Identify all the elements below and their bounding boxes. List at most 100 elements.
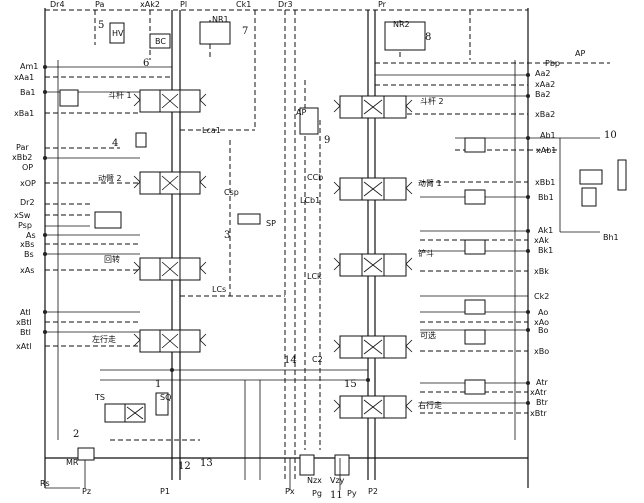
ref-15: 15 <box>344 379 357 390</box>
port-xop: xOP <box>20 179 36 188</box>
port-bb1: Bb1 <box>538 193 554 202</box>
valve-straight-travel <box>104 403 146 423</box>
port-xaa1: xAa1 <box>14 73 34 82</box>
ref-3: 3 <box>224 230 230 241</box>
port-atr: Atr <box>536 378 548 387</box>
ref-5: 5 <box>98 20 104 31</box>
ref-7: 7 <box>242 26 248 37</box>
frame-lines <box>44 8 529 488</box>
label-boom1: 动臂 1 <box>418 178 442 188</box>
ref-4: 4 <box>112 138 118 149</box>
port-ap-top: AP <box>575 49 585 58</box>
label-arm2: 斗杆 2 <box>420 96 444 106</box>
port-ba1: Ba1 <box>20 88 35 97</box>
label-lca1: Lca1 <box>202 126 221 135</box>
interior-lines <box>100 20 401 480</box>
port-xab1: xAb1 <box>536 146 556 155</box>
right-port-labels: Pbp AP Aa2 xAa2 Ba2 xBa2 Ab1 xAb1 xBb1 B… <box>530 49 585 418</box>
port-bo: Bo <box>538 326 548 335</box>
port-xbb2: xBb2 <box>12 153 32 162</box>
port-rs: Rs <box>40 479 50 488</box>
label-mr: MR <box>66 458 79 467</box>
ref-10: 10 <box>604 130 617 141</box>
left-port-lines <box>45 66 172 347</box>
port-xas: xAs <box>20 266 34 275</box>
port-pbp: Pbp <box>545 59 560 68</box>
port-pl: Pl <box>180 0 187 9</box>
port-xao: xAo <box>534 318 549 327</box>
port-par: Par <box>16 143 29 152</box>
right-port-lines <box>375 62 610 414</box>
valve-boom1 <box>333 177 413 201</box>
label-ap: AP <box>296 108 306 117</box>
port-xbtr: xBtr <box>530 409 547 418</box>
valve-boom2 <box>133 171 207 195</box>
valve-arm1 <box>133 89 207 113</box>
relief-valves <box>59 21 627 476</box>
label-swing: 回转 <box>104 254 120 264</box>
port-op: OP <box>22 163 33 172</box>
port-xbs: xBs <box>20 240 34 249</box>
port-dr4: Dr4 <box>50 0 65 9</box>
valve-swing <box>133 257 207 281</box>
port-pz: Pz <box>82 487 91 496</box>
ref-12: 12 <box>178 461 191 472</box>
port-p2: P2 <box>368 487 378 496</box>
label-lcs: LCs <box>212 285 226 294</box>
label-ccb: CCb <box>307 173 323 182</box>
valve-labels: 斗杆 1 斗杆 2 动臂 2 动臂 1 回转 铲斗 可选 左行走 右行走 <box>92 90 444 410</box>
ref-11: 11 <box>330 490 343 501</box>
port-xbb1: xBb1 <box>535 178 555 187</box>
label-nzx: Nzx <box>307 476 322 485</box>
port-xak: xAk <box>534 236 549 245</box>
port-dr3: Dr3 <box>278 0 293 9</box>
port-pg: Pg <box>312 489 322 498</box>
valve-bucket <box>333 253 413 277</box>
port-pr: Pr <box>378 0 387 9</box>
bottom-port-labels: Rs Pz P1 Px Pg Py P2 <box>40 479 378 498</box>
port-ck1: Ck1 <box>236 0 251 9</box>
ref-14: 14 <box>284 355 297 366</box>
ref-9: 9 <box>324 135 330 146</box>
port-xak2: xAk2 <box>140 0 160 9</box>
port-am1: Am1 <box>20 62 38 71</box>
bottom-lines <box>45 458 341 490</box>
top-port-labels: Dr4 Pa xAk2 Pl Ck1 Dr3 Pr <box>50 0 387 9</box>
port-py: Py <box>347 489 357 498</box>
label-bc: BC <box>155 37 166 46</box>
port-xbk: xBk <box>534 267 549 276</box>
valve-travel-right <box>333 395 413 419</box>
port-ao: Ao <box>538 308 548 317</box>
label-c2: C2 <box>312 355 323 364</box>
port-psp: Psp <box>18 221 32 230</box>
port-p1: P1 <box>160 487 170 496</box>
port-xba2: xBa2 <box>535 110 555 119</box>
port-xatr: xAtr <box>530 388 547 397</box>
port-atl: Atl <box>20 308 31 317</box>
ref-1: 1 <box>155 379 161 390</box>
label-sp: SP <box>266 219 276 228</box>
valve-travel-left <box>133 329 207 353</box>
label-travel-left: 左行走 <box>92 334 116 344</box>
ref-13: 13 <box>200 458 213 469</box>
port-as: As <box>26 231 36 240</box>
port-xba1: xBa1 <box>14 109 34 118</box>
port-xbtl: xBtl <box>16 318 32 327</box>
port-aa2: Aa2 <box>535 69 550 78</box>
valve-arm2 <box>333 95 413 119</box>
valve-spare <box>333 335 413 359</box>
port-xbo: xBo <box>534 347 549 356</box>
label-boom2: 动臂 2 <box>98 173 122 183</box>
port-xaa2: xAa2 <box>535 80 555 89</box>
label-bucket: 铲斗 <box>418 248 434 258</box>
port-btl: Btl <box>20 328 31 337</box>
label-lcb1: LCb1 <box>300 196 320 205</box>
label-bh1: Bh1 <box>603 233 619 242</box>
label-vzy: Vzy <box>330 476 345 485</box>
left-port-labels: Am1 xAa1 Ba1 xBa1 Par xBb2 OP xOP Dr2 xS… <box>12 62 38 351</box>
label-ts: TS <box>94 393 105 402</box>
port-xatl: xAtl <box>16 342 31 351</box>
ref-2: 2 <box>73 429 79 440</box>
